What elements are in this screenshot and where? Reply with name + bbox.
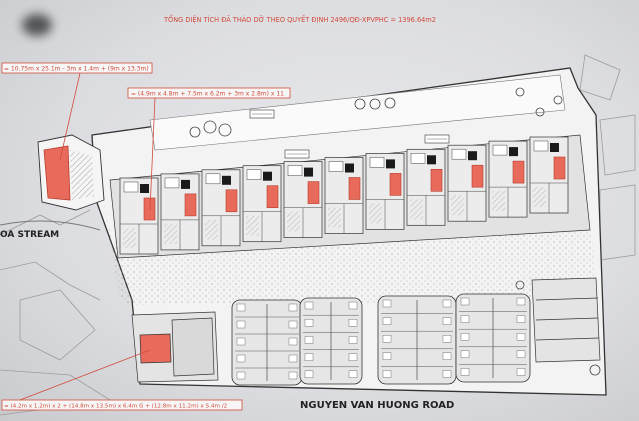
townhouse-block [231,299,303,386]
west-demolished-building [37,134,105,211]
townhouse-block [455,293,531,383]
townhouse-unit [160,173,200,251]
formula-box-bottom [1,399,243,411]
townhouse-block [377,295,457,385]
townhouse-block [299,297,363,385]
road-label: NGUYEN VAN HUONG ROAD [300,400,454,411]
drawing-title: TỔNG DIỆN TÍCH ĐÃ THÁO DỠ THEO QUYẾT ĐỊN… [163,14,436,24]
south-west-units [131,311,219,383]
townhouse-unit [201,169,241,247]
townhouse-unit [283,161,323,238]
formula-bottom: = (4.2m x 1.2m) x 2 + (14.8m x 13.5m) x … [4,404,227,410]
townhouse-unit [406,148,446,226]
formula-box-top-left [1,62,153,74]
townhouse-unit [488,140,528,218]
townhouse-unit [324,157,364,234]
formula-box-top-center [127,87,291,99]
south-east-block [531,277,601,363]
blurred-logo [22,14,52,36]
townhouse-unit [365,153,405,230]
townhouse-unit [447,144,487,222]
stream-label: OA STREAM [0,230,59,240]
townhouse-unit [119,177,159,255]
north-units [119,109,569,255]
gate-mark [424,134,450,144]
gate-mark [249,109,275,119]
formula-top-center: = (4.9m x 4.8m + 7.5m x 6.2m + 3m x 2.8m… [131,91,284,98]
townhouse-unit [242,165,282,243]
gate-mark [284,149,310,159]
formula-top-left: = 10.75m x 25.1m - 3m x 1.4m + (9m x 13.… [4,66,149,73]
south-blocks [231,293,531,386]
townhouse-unit [529,136,569,214]
